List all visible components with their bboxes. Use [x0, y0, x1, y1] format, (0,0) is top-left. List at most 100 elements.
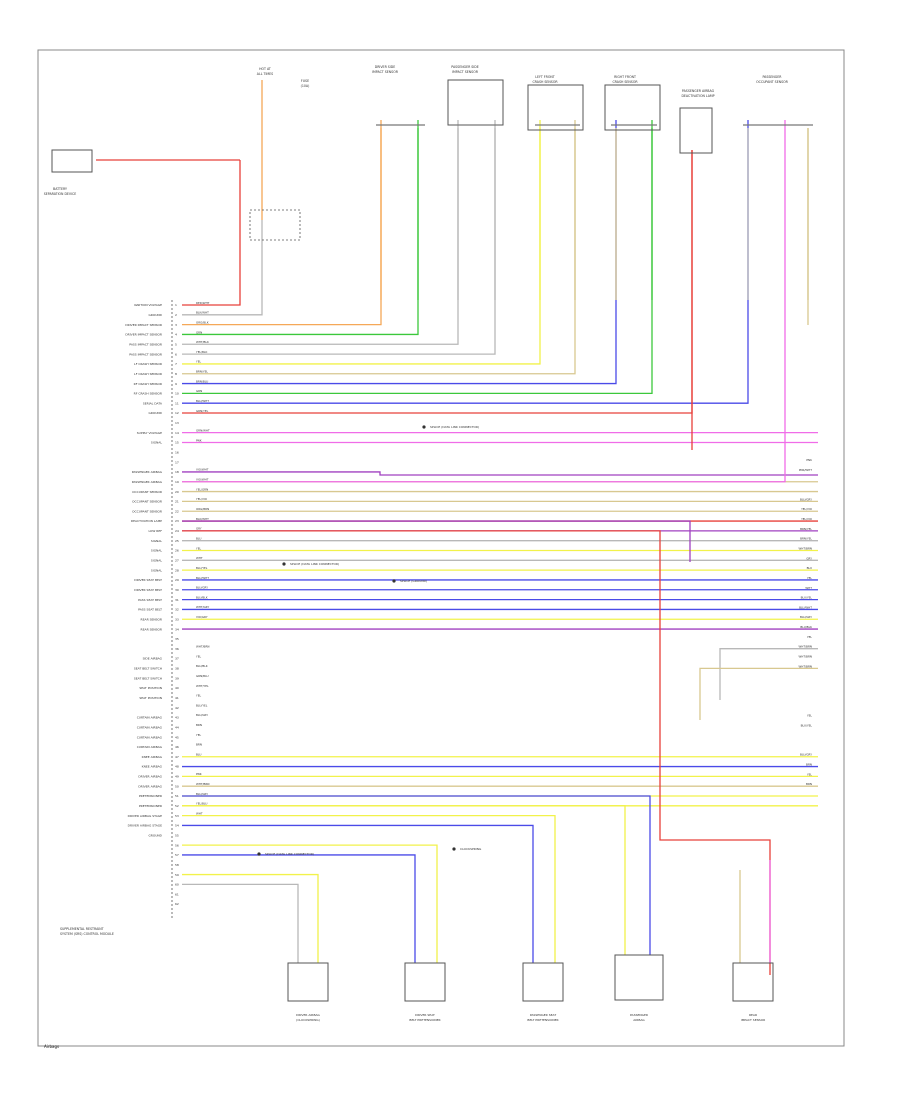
component-label: DEACTIVATION LAMP [681, 94, 714, 98]
right-wire-label: BRN [806, 763, 812, 767]
component-label: PASSENGER SEAT [530, 1013, 556, 1017]
wire-label: YEL [196, 654, 201, 658]
right-wire-label: PNK [806, 458, 812, 462]
component-label: BELT PRETENSIONER [527, 1018, 558, 1022]
pin-label: LF CRASH SENSOR [134, 362, 162, 366]
pin-number: 20 [175, 490, 179, 494]
component-label: DRIVER AIRBAG [296, 1013, 320, 1017]
pin-label: KNEE AIRBAG [142, 755, 163, 759]
wire-label: YEL/VIO [196, 497, 208, 501]
component-box [404, 962, 446, 1002]
splice-dot [257, 852, 261, 856]
wire-label: BLU/WHT [196, 576, 209, 580]
pin-number: 36 [175, 647, 179, 651]
harness-wire [699, 667, 818, 720]
pin-number: 10 [175, 392, 179, 396]
component-label: PASSENGER AIRBAG [682, 89, 715, 93]
wire-label: WHT/BRN [196, 782, 209, 786]
pin-label: DRIVER AIRBAG [138, 775, 162, 779]
pin-label: DRIVER IMPACT SENSOR [125, 323, 162, 327]
right-wire-label: BLU/BLK [800, 625, 812, 629]
pin-label: DRIVER AIRBAG [138, 784, 162, 788]
pin-number: 39 [175, 676, 179, 680]
wire-label: BLK/WHT [196, 311, 209, 315]
wire-label: WHT/BLK [196, 340, 209, 344]
component-box [447, 79, 504, 126]
wire-label: BLU/GRY [196, 586, 208, 590]
component-box [732, 962, 774, 1002]
pin-label: SEAT POSITION [139, 696, 162, 700]
pin-label: PASSENGER AIRBAG [132, 480, 163, 484]
pin-number: 8 [175, 372, 177, 376]
component-label: (10A) [301, 84, 310, 88]
pin-number: 50 [175, 784, 179, 788]
harness-wire [182, 120, 419, 336]
wire-label: GRN/BLU [196, 674, 209, 678]
right-wire-label: BLU [807, 566, 812, 570]
wire-label: WHT [196, 556, 203, 560]
splice-note: SPLICE (GROUND) [400, 579, 427, 583]
pin-label: OCCUPANT SENSOR [132, 509, 162, 513]
splice-note: SPLICE (DATA LINK CONNECTOR) [290, 562, 339, 566]
splice-note: SPLICE (DATA LINK CONNECTOR) [265, 852, 314, 856]
component-label: IMPACT SENSOR [452, 70, 479, 74]
component-box [604, 84, 661, 131]
wire-label: YEL/BLU [196, 802, 207, 806]
right-wire-label: BRN [806, 782, 812, 786]
pin-label: IGNITION VOLTAGE [134, 303, 162, 307]
wire-label: GRN/YEL [196, 409, 209, 413]
pin-number: 40 [175, 686, 179, 690]
component-label: IMPACT SENSOR [741, 1018, 765, 1022]
right-wire-label: WHT [805, 586, 812, 590]
wire-label: WHT [196, 811, 203, 815]
pin-label: CURTAIN AIRBAG [137, 716, 163, 720]
wire-label: BLU [196, 753, 201, 757]
pin-number: 35 [175, 637, 179, 641]
right-wire-label: BLU/GRY [800, 615, 812, 619]
pin-label: SIDE AIRBAG [143, 657, 163, 661]
wire-label: BLK/WHT [196, 517, 209, 521]
pin-label: GROUND [148, 833, 162, 837]
pin-number: 33 [175, 617, 179, 621]
pin-number: 32 [175, 608, 179, 612]
splice-dot [392, 579, 396, 583]
pin-number: 47 [175, 755, 179, 759]
pin-label: PRETENSIONER [139, 804, 162, 808]
pin-number: 25 [175, 539, 179, 543]
harness-wire [182, 824, 534, 963]
component-label: RIGHT FRONT [614, 75, 636, 79]
wire-label: GRN [196, 330, 202, 334]
component-label: PASSENGER [762, 75, 782, 79]
pin-number: 4 [175, 333, 177, 337]
pin-label: REAR SENSOR [141, 617, 162, 621]
component-label: LEFT FRONT [535, 75, 554, 79]
pin-number: 19 [175, 480, 179, 484]
harness-wire [182, 844, 438, 963]
right-wire-label: YEL [807, 713, 812, 717]
splice-note: SPLICE (DATA LINK CONNECTOR) [430, 425, 479, 429]
pin-number: 31 [175, 598, 179, 602]
pin-number: 21 [175, 500, 179, 504]
component-label: CRASH SENSOR [612, 80, 638, 84]
pin-label: PASS SEAT BELT [138, 598, 162, 602]
wire-label: BRN/YEL [196, 370, 208, 374]
component-label: BELT PRETENSIONER [409, 1018, 440, 1022]
wire-label: YEL [196, 694, 201, 698]
right-wire-label: BLU/GRY [800, 753, 812, 757]
right-wire-label: BLU/GRY [800, 497, 812, 501]
harness-wire [182, 165, 241, 306]
wire-label: BLU/WHT [196, 399, 209, 403]
pin-number: 12 [175, 411, 179, 415]
pin-number: 17 [175, 460, 179, 464]
connectors-layer [51, 79, 813, 1002]
pin-number: 16 [175, 451, 179, 455]
pin-label: OCCUPANT SENSOR [132, 500, 162, 504]
wire-label: BLU [196, 536, 201, 540]
pin-label: SIGNAL [151, 441, 162, 445]
harness-wire [182, 805, 626, 955]
splice-note: CLOCKSPRING [460, 847, 482, 851]
wire-label: BLU/BLK [196, 664, 208, 668]
component-label: DRIVER SEAT [415, 1013, 435, 1017]
harness-wire [182, 530, 771, 975]
pin-number: 15 [175, 441, 179, 445]
